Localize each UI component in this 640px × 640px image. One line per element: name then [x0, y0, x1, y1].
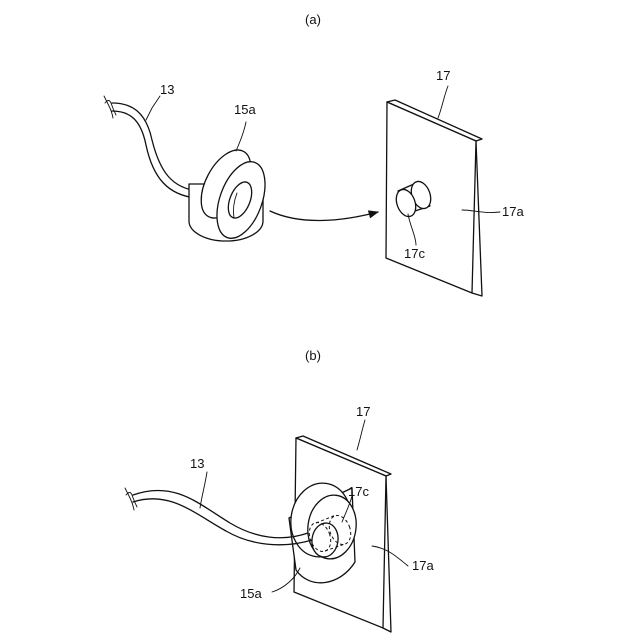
label-boss-17c-a: 17c [404, 246, 425, 261]
label-cable-13-b: 13 [190, 456, 204, 471]
label-cable-13-a: 13 [160, 82, 174, 97]
panel-a: (a) [104, 12, 524, 296]
label-ring-15a-b: 15a [240, 586, 262, 601]
cable-13-a [104, 96, 198, 198]
panel-b: (b) [125, 348, 434, 632]
label-ring-15a-a: 15a [234, 102, 256, 117]
label-plate-17-a: 17 [436, 68, 450, 83]
ring-15a-a [189, 142, 274, 245]
mount-arrow [270, 211, 378, 221]
panel-b-caption: (b) [305, 348, 321, 363]
label-plate-17-b: 17 [356, 404, 370, 419]
label-boss-17c-b: 17c [348, 484, 369, 499]
label-plate-face-17a-a: 17a [502, 204, 524, 219]
cable-13-b [125, 488, 312, 545]
panel-a-caption: (a) [305, 12, 321, 27]
label-plate-face-17a-b: 17a [412, 558, 434, 573]
plate-17-a [386, 100, 482, 296]
